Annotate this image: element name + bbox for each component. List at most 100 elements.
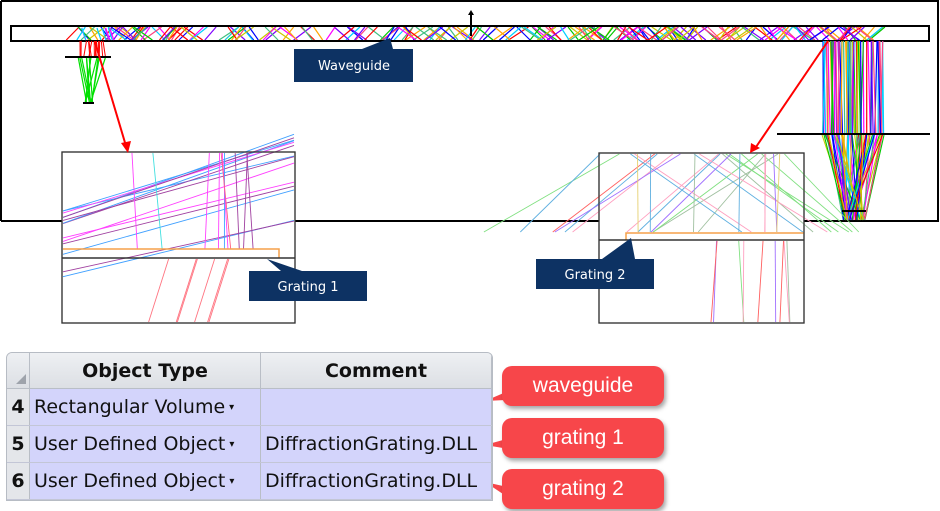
- ray: [96, 27, 102, 41]
- ray: [110, 26, 132, 41]
- ray: [628, 26, 649, 41]
- ray: [799, 26, 813, 41]
- ray: [847, 40, 851, 134]
- ray: [637, 26, 657, 41]
- select-all-corner[interactable]: [7, 353, 30, 389]
- ray: [835, 134, 864, 221]
- input-ray-traces: [77, 27, 115, 103]
- ray: [838, 26, 850, 41]
- waveguide-callout: Waveguide: [294, 38, 413, 82]
- ray: [84, 57, 98, 103]
- ray: [453, 26, 468, 41]
- ray: [647, 26, 660, 41]
- ray: [668, 26, 687, 41]
- ray: [834, 134, 849, 221]
- dropdown-arrow-icon[interactable]: ▾: [229, 476, 235, 487]
- ray: [830, 40, 834, 134]
- ray: [118, 26, 133, 41]
- ray: [532, 26, 551, 41]
- ray: [423, 26, 441, 41]
- ray: [62, 137, 295, 218]
- ray: [62, 189, 295, 255]
- dropdown-arrow-icon[interactable]: ▾: [229, 439, 235, 450]
- comment-cell[interactable]: DiffractionGrating.DLL: [260, 462, 492, 500]
- grating1-label: Grating 1: [278, 280, 339, 295]
- dropdown-arrow-icon[interactable]: ▾: [229, 402, 235, 413]
- ray: [736, 26, 758, 41]
- ray: [546, 26, 567, 41]
- ray: [823, 134, 846, 221]
- ray: [819, 26, 836, 41]
- ray: [81, 57, 92, 103]
- ray: [718, 26, 736, 41]
- ray: [354, 26, 366, 41]
- ray: [189, 26, 204, 41]
- ray: [769, 26, 787, 41]
- ray: [77, 26, 92, 41]
- ray: [180, 26, 198, 41]
- ray: [722, 153, 814, 233]
- ray: [208, 258, 230, 323]
- ray: [217, 152, 220, 250]
- ray: [567, 26, 586, 41]
- ray: [855, 26, 873, 41]
- ray: [582, 26, 592, 41]
- ray: [872, 40, 877, 134]
- ray: [845, 40, 849, 134]
- ray: [158, 26, 171, 41]
- ray: [338, 26, 355, 41]
- ray: [721, 26, 740, 41]
- ray: [854, 134, 864, 221]
- ray: [729, 153, 839, 233]
- ray: [293, 26, 312, 41]
- ray: [554, 153, 681, 233]
- row-number[interactable]: 6: [7, 462, 30, 500]
- ray: [828, 134, 848, 221]
- ray: [131, 152, 138, 250]
- ray: [476, 26, 494, 41]
- comment-cell[interactable]: [260, 388, 492, 426]
- ray: [837, 40, 840, 134]
- ray: [816, 26, 830, 41]
- object-type-cell[interactable]: User Defined Object▾: [29, 462, 261, 500]
- comment-cell[interactable]: DiffractionGrating.DLL: [260, 425, 492, 463]
- ray: [862, 134, 878, 221]
- row-number[interactable]: 5: [7, 425, 30, 463]
- ray: [560, 26, 570, 41]
- ray: [680, 26, 697, 41]
- object-type-value: User Defined Object: [34, 470, 226, 492]
- ray: [107, 26, 127, 41]
- ray: [265, 26, 282, 41]
- ray: [62, 145, 295, 225]
- ray: [89, 26, 99, 41]
- ray: [851, 40, 855, 134]
- ray: [741, 153, 832, 233]
- ray: [637, 153, 639, 233]
- ray: [207, 258, 229, 323]
- header-comment[interactable]: Comment: [260, 353, 492, 389]
- table-row: 5 User Defined Object▾ DiffractionGratin…: [7, 425, 492, 463]
- ray: [109, 27, 115, 41]
- ray: [606, 26, 619, 41]
- header-object-type[interactable]: Object Type: [29, 353, 261, 389]
- ray: [742, 240, 745, 323]
- ray: [741, 26, 760, 41]
- ray: [840, 40, 843, 134]
- ray: [499, 26, 515, 41]
- ray: [355, 26, 369, 41]
- ray: [567, 26, 579, 41]
- ray: [718, 26, 729, 41]
- ray: [738, 153, 741, 233]
- object-type-cell[interactable]: Rectangular Volume▾: [29, 388, 261, 426]
- ray: [469, 26, 479, 41]
- ray: [102, 40, 106, 58]
- ray: [659, 26, 676, 41]
- row-number[interactable]: 4: [7, 388, 30, 426]
- ray: [62, 156, 295, 221]
- ray: [693, 153, 804, 233]
- ray: [693, 26, 703, 41]
- ray: [589, 26, 610, 41]
- object-type-cell[interactable]: User Defined Object▾: [29, 425, 261, 463]
- ray: [435, 26, 451, 41]
